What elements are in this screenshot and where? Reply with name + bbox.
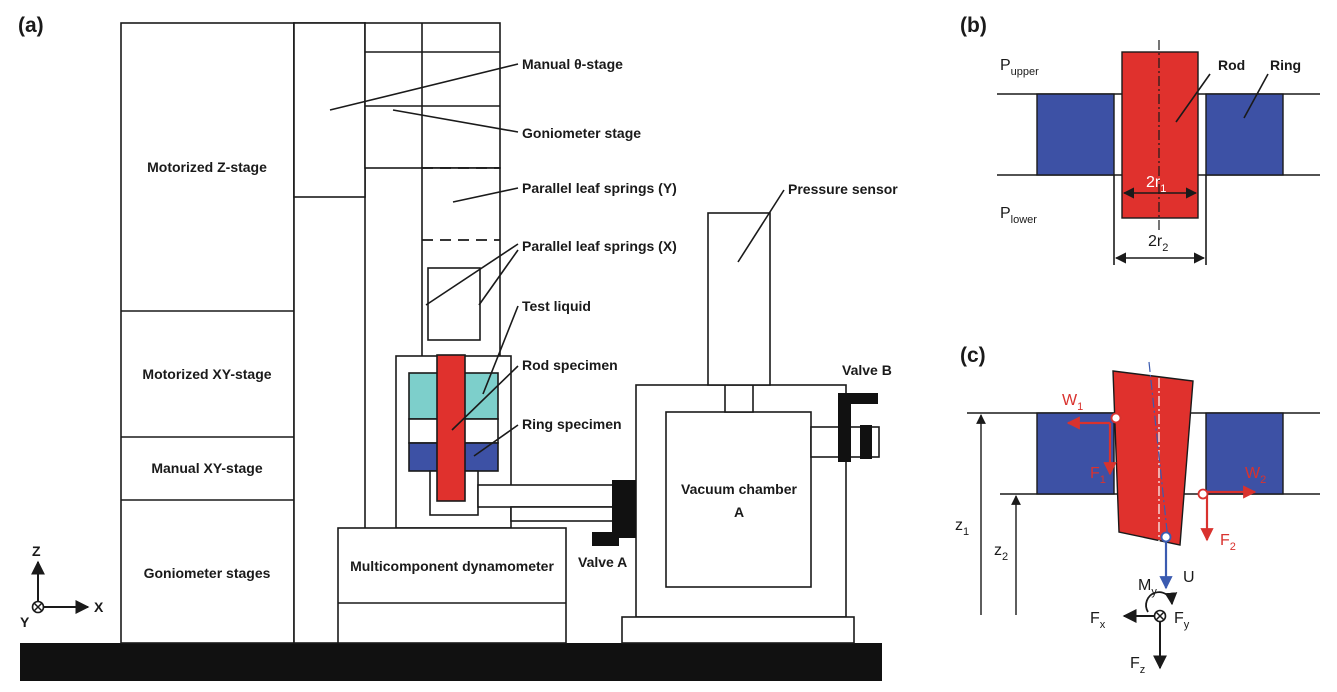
- valve-b-shape: [838, 393, 878, 462]
- u-label: U: [1183, 569, 1195, 586]
- rod-specimen-label: Rod specimen: [522, 357, 618, 373]
- panel-c-label: (c): [960, 344, 986, 367]
- tilted-rod-c: [1112, 370, 1194, 546]
- panel-c: (c) W1 W2 F1 F2 U z1 z2: [955, 344, 1320, 676]
- ring-right-b: [1205, 93, 1284, 176]
- manual-xy-stage-label: Manual XY-stage: [151, 460, 262, 476]
- dynamometer-label: Multicomponent dynamometer: [350, 558, 554, 574]
- pressure-sensor-box: [707, 212, 771, 386]
- motorized-z-stage-label: Motorized Z-stage: [147, 159, 267, 175]
- panel-a: (a) Motorized Z-stage Motorized XY-stage…: [18, 14, 898, 681]
- chamber-base: [621, 616, 855, 644]
- fx-label: Fx: [1090, 610, 1106, 631]
- ring-specimen-label: Ring specimen: [522, 416, 622, 432]
- goniometer-stages-label: Goniometer stages: [144, 565, 271, 581]
- z1-label: z1: [955, 517, 969, 538]
- vacuum-chamber-id: A: [734, 504, 744, 520]
- valve-b-label: Valve B: [842, 362, 892, 378]
- axis-z-label: Z: [32, 543, 41, 559]
- rod-label-b: Rod: [1218, 57, 1245, 73]
- panel-a-label: (a): [18, 14, 44, 37]
- stage-column: [120, 22, 295, 644]
- axis-x-label: X: [94, 599, 104, 615]
- panel-b: (b) Pupper Plower Rod Ring 2r1 2r2: [960, 14, 1320, 265]
- my-label: My: [1138, 577, 1157, 598]
- leaf-spring-x-block: [427, 267, 481, 341]
- axis-y-label: Y: [20, 614, 30, 630]
- leader-lines: [329, 63, 785, 457]
- p-lower-label: Plower: [1000, 205, 1037, 226]
- ring-left-b: [1036, 93, 1115, 176]
- f1-label: F1: [1090, 465, 1106, 486]
- rod-specimen-block: [436, 354, 466, 502]
- leaf-springs-x-label: Parallel leaf springs (X): [522, 238, 677, 254]
- r1-label: 2r1: [1146, 174, 1166, 195]
- panel-b-label: (b): [960, 14, 987, 37]
- force-vectors: [1066, 412, 1257, 590]
- r2-label: 2r2: [1148, 233, 1168, 254]
- z2-label: z2: [994, 542, 1008, 563]
- dynamometer-box: [337, 527, 567, 644]
- vacuum-chamber-inner: [665, 411, 812, 588]
- pipe-lower: [510, 506, 614, 522]
- valve-a-shape: [592, 480, 636, 546]
- p-upper-label: Pupper: [1000, 57, 1039, 78]
- w2-label: W2: [1245, 465, 1266, 486]
- goniometer-stage-label: Goniometer stage: [522, 125, 641, 141]
- pressure-sensor-label: Pressure sensor: [788, 181, 898, 197]
- theta-goniometer-block: [364, 22, 501, 169]
- axis-indicator: Z X Y: [20, 543, 104, 630]
- ground-base: [20, 643, 882, 681]
- w1-label: W1: [1062, 392, 1083, 413]
- test-liquid-label: Test liquid: [522, 298, 591, 314]
- vacuum-chamber-label: Vacuum chamber: [681, 481, 797, 497]
- valve-a-label: Valve A: [578, 554, 627, 570]
- fy-label: Fy: [1174, 610, 1190, 631]
- manual-theta-stage-label: Manual θ-stage: [522, 56, 623, 72]
- pipe-upper: [477, 484, 614, 508]
- f2-label: F2: [1220, 532, 1236, 553]
- dynamometer-axes: [1122, 591, 1178, 670]
- fz-label: Fz: [1130, 655, 1145, 676]
- ring-label-b: Ring: [1270, 57, 1301, 73]
- leaf-springs-y-label: Parallel leaf springs (Y): [522, 180, 677, 196]
- motorized-xy-stage-label: Motorized XY-stage: [142, 366, 271, 382]
- carriage-head: [293, 22, 366, 198]
